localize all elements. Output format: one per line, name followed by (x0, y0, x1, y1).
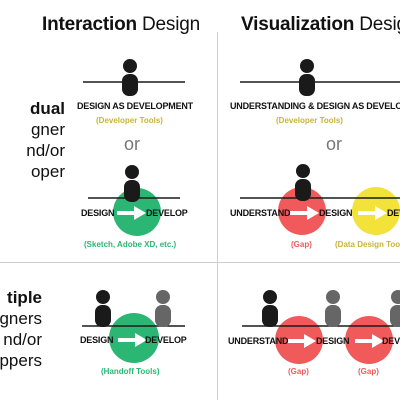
tools-note: (Developer Tools) (276, 116, 343, 125)
row-label-line: tiple (7, 288, 42, 307)
caption-understanding-design-as-develop: UNDERSTANDING & DESIGN AS DEVELOP (230, 101, 400, 111)
label-develop: DEVELOP (145, 335, 187, 345)
row-divider (0, 262, 400, 263)
label-design: DESIGN (319, 208, 353, 218)
row-label-line: nd/or (3, 330, 42, 349)
person-icon (122, 59, 138, 96)
row-label-line: gner (30, 120, 65, 139)
header-rest: Design (359, 14, 400, 35)
row-label-line: nd/or (26, 141, 65, 160)
label-understand: UNDERSTAND (228, 336, 289, 346)
row-label-line: oppers (0, 351, 42, 370)
header-bold: Visualization (241, 14, 355, 35)
row-label-line: oper (30, 162, 65, 181)
person-icon-gray (325, 290, 341, 327)
arrow-right-icon (355, 334, 384, 348)
caption-design-as-development: DESIGN AS DEVELOPMENT (77, 101, 193, 111)
or-label: or (326, 134, 343, 154)
arrow-right-icon (117, 206, 146, 220)
row-label-individual: dual gner nd/or oper (26, 98, 65, 182)
label-design: DESIGN (80, 335, 114, 345)
label-develop: DEVELOP (146, 208, 188, 218)
label-develop: DEV (387, 208, 400, 218)
tools-note: (Developer Tools) (96, 116, 163, 125)
person-icon (124, 165, 140, 202)
header-visualization-design: Visualization Design (241, 14, 400, 36)
label-understand: UNDERSTAND (230, 208, 291, 218)
person-icon-gray (155, 290, 171, 327)
row-label-line: gners (0, 309, 42, 328)
header-bold: Interaction (42, 14, 137, 35)
arrow-right-icon (358, 206, 387, 220)
gap-note: (Gap) (358, 367, 379, 376)
label-design: DESIGN (81, 208, 115, 218)
person-icon (95, 290, 111, 327)
arrow-right-icon (290, 206, 319, 220)
or-label: or (124, 134, 141, 154)
tools-note: (Sketch, Adobe XD, etc.) (84, 240, 177, 249)
person-icon (299, 59, 315, 96)
person-icon (262, 290, 278, 327)
arrow-right-icon (287, 334, 316, 348)
tools-note: (Handoff Tools) (101, 367, 160, 376)
label-develop: DEVELO (382, 336, 400, 346)
header-rest: Design (136, 14, 200, 35)
gap-note: (Gap) (291, 240, 312, 249)
arrow-right-icon (118, 333, 147, 347)
column-divider (217, 32, 218, 400)
person-icon-gray (390, 290, 400, 327)
row-label-line: dual (30, 99, 65, 118)
label-design: DESIGN (316, 336, 350, 346)
person-icon (295, 164, 311, 201)
gap-note: (Gap) (288, 367, 309, 376)
tools-note: (Data Design Too (335, 240, 400, 249)
row-label-multiple: tiple gners nd/or oppers (0, 287, 42, 371)
header-interaction-design: Interaction Design (42, 14, 200, 36)
